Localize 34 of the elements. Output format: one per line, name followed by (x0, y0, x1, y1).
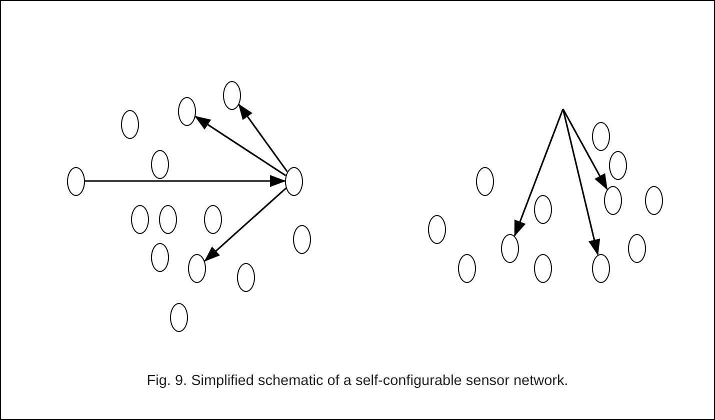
sensor-node (592, 122, 610, 150)
sensor-node (204, 204, 222, 234)
sensor-node (131, 204, 149, 234)
sensor-node (151, 242, 169, 272)
arrow (204, 187, 287, 262)
arrow (85, 175, 286, 187)
sensor-node (237, 262, 255, 292)
sensor-node (534, 194, 552, 224)
sensor-node (592, 254, 610, 282)
sensor-node (476, 166, 494, 196)
arrow (562, 108, 600, 256)
sensor-node (151, 150, 169, 178)
sensor-node (170, 302, 188, 332)
sensor-node (159, 204, 177, 234)
sensor-node (501, 234, 519, 262)
sensor-node (604, 186, 622, 214)
sensor-node (293, 224, 311, 254)
sensor-node (458, 254, 476, 282)
figure-caption: Fig. 9. Simplified schematic of a self-configurable sensor network. (146, 372, 570, 391)
sensor-node (121, 110, 139, 138)
sensor-node (609, 150, 627, 180)
arrow (194, 116, 286, 176)
arrow (562, 108, 608, 190)
sensor-node (223, 80, 241, 110)
sensor-node (285, 166, 303, 196)
sensor-node (645, 186, 663, 214)
arrow (238, 104, 288, 172)
sensor-node (534, 254, 552, 282)
sensor-node (428, 214, 446, 244)
sensor-node (178, 96, 196, 126)
sensor-node (628, 234, 646, 262)
sensor-node (67, 166, 85, 196)
sensor-node (188, 254, 206, 282)
arrow (514, 108, 564, 237)
